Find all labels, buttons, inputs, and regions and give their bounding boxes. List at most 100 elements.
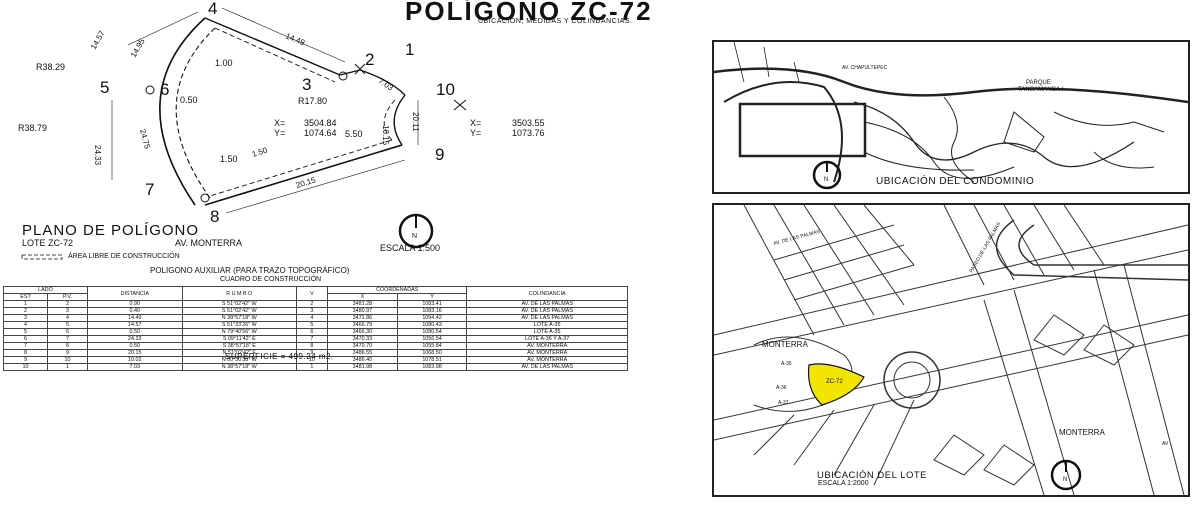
table-cell: AV. MONTERRA [466,342,628,350]
table-cell: 1080.54 [396,328,468,336]
dim-label: 1.50 [220,154,238,164]
area-legend-text: ÁREA LIBRE DE CONSTRUCCIÓN [68,253,180,260]
vertex-4: 4 [208,0,217,18]
table-cell: 0.90 [86,300,183,308]
table-cell: 1056.54 [396,335,468,343]
parque-name-label: TANGAMANGA I [1018,87,1064,93]
vertex-1: 1 [405,40,414,59]
table-cell: 24.33 [86,335,183,343]
lot-caption: UBICACIÓN DEL LOTE [817,470,928,481]
construction-table: LADO DISTANCIA R U M B O V COORDENADAS C… [2,286,628,371]
street-paseo: PASEO DE LAS PALMAS [969,221,1003,274]
table-cell: 5 [47,321,88,329]
vertex-9: 9 [435,145,444,164]
th-distancia: DISTANCIA [86,286,183,301]
table-cell: 6 [2,335,49,343]
north-label: N [1063,477,1067,483]
dim-label: 20.15 [295,175,317,190]
table-cell: 10 [47,356,88,364]
coord-b-y-label: Y= [470,128,481,138]
table-cell: 3471.86 [327,314,398,322]
dim-label: 14.57 [89,29,107,51]
th-pv: P.V. [47,293,88,301]
dim-label: 20.11 [411,112,420,132]
table-cell: S 51°02'42" W [181,307,297,315]
table-cell: S 51°02'42" W [181,300,297,308]
table-cell: N 79°40'56" W [181,328,297,336]
dim-label: 24.33 [93,145,102,166]
dim-label: 24.75 [138,128,152,150]
dim-label: R38.29 [36,62,65,72]
table-cell: 9 [2,356,49,364]
table-cell: 3486.55 [327,349,398,357]
lot-location-panel: ZC-72 A-35 A-36 A-37 MONTERRA MONTERRA A… [712,203,1190,497]
table-cell: 1080.43 [396,321,468,329]
inner-arc-edge [175,27,216,199]
coord-a-y-label: Y= [274,128,285,138]
table-cell: LOTE A-35 [466,328,628,336]
th-y: Y [396,293,468,301]
table-cell: 5 [2,328,49,336]
table-cell: 2 [295,300,329,308]
parque-label: PARQUE [1026,80,1051,86]
vertex-marker-3 [338,71,348,81]
dim-label: R17.80 [298,96,327,106]
table-cell: AV. DE LAS PALMAS [466,300,628,308]
edge-3-2 [339,69,361,76]
outer-arc-edge [159,17,206,206]
dim-label: 5.50 [345,129,363,139]
condominium-location-panel: PARQUE TANGAMANGA I AV. CHAPULTEPEC N UB… [712,40,1190,194]
table-cell: 6 [47,328,88,336]
dim-label: 1.50 [251,145,269,159]
table-cell: 14.57 [86,321,183,329]
street-av: AV [1162,441,1169,447]
table-cell: 1068.50 [396,349,468,357]
table-subtitle: CUADRO DE CONSTRUCCIÓN [220,276,322,283]
table-cell: 0.50 [86,328,183,336]
table-cell: 1078.51 [396,356,468,364]
th-v: V [295,286,329,301]
superficie-total: SUPERFICIE = 499.24 m2. [225,352,334,361]
table-cell: 1055.84 [396,342,468,350]
table-cell: 14.49 [86,314,183,322]
lot-map-scale: ESCALA 1:2000 [818,480,869,487]
lot-a37: A-37 [778,400,789,406]
table-cell: 1 [295,363,329,371]
coord-b-y: 1073.76 [512,128,545,138]
table-cell: 1 [2,300,49,308]
coord-a-y: 1074.64 [304,128,337,138]
th-coordenadas: COORDENADAS [327,286,468,294]
north-arrow-icon: N [398,213,434,249]
table-cell: 1094.42 [396,314,468,322]
table-cell: 2 [47,300,88,308]
table-cell: AV. MONTERRA [466,356,628,364]
north-arrow-icon: N [812,160,842,190]
table-cell: 3 [2,314,49,322]
table-cell: 10.02 [86,356,183,364]
coord-b-x: 3503.55 [512,118,545,128]
table-cell: 8 [47,342,88,350]
lot-a36: A-36 [776,385,787,391]
vertex-marker-10 [453,99,467,111]
lot-map: ZC-72 A-35 A-36 A-37 MONTERRA MONTERRA A… [714,205,1188,495]
vertex-2: 2 [365,50,374,69]
dim-label: 10.15 [381,125,390,146]
page-subtitle: UBICACIÓN, MEDIDAS Y COLINDANCIAS. [478,18,633,25]
table-cell: 1083.98 [396,363,468,371]
table-cell: 3480.97 [327,307,398,315]
setback-right [383,99,396,141]
table-cell: 3466.79 [327,321,398,329]
table-cell: 7 [295,335,329,343]
table-cell: AV. DE LAS PALMAS [466,363,628,371]
table-cell: 3470.70 [327,342,398,350]
table-cell: S 51°33'26" W [181,321,297,329]
table-cell: 1083.16 [396,307,468,315]
th-x: X [327,293,398,301]
table-title: POLIGONO AUXILIAR (PARA TRAZO TOPOGRÁFIC… [150,266,350,275]
